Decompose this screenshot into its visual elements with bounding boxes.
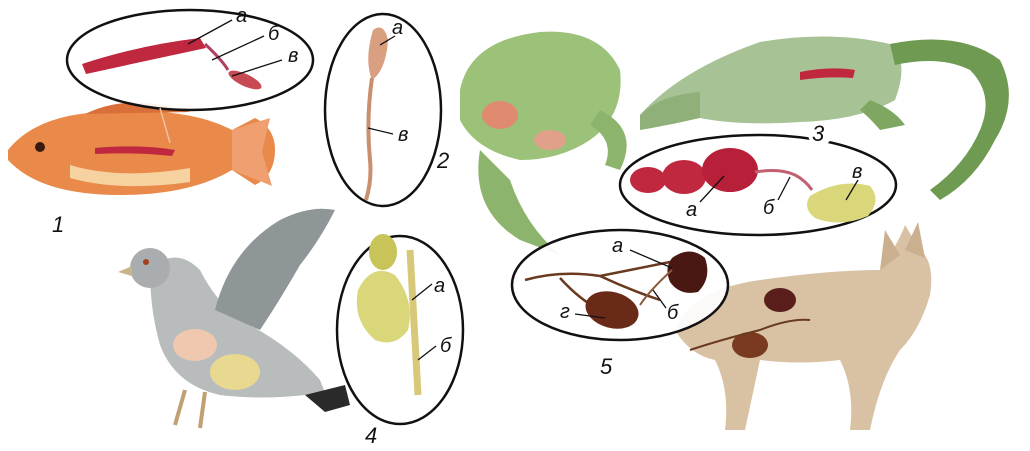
fish-label-a: а [236,5,247,27]
pigeon-number: 4 [365,423,377,448]
frog-hind-leg [478,150,560,255]
frog-number: 2 [436,148,449,173]
cat-illustration [675,222,931,430]
cat-label-g: г [560,301,570,323]
frog-front-leg [590,110,627,170]
frog-label-v: в [398,124,408,146]
pigeon-label-a: а [434,275,445,297]
fish-number: 1 [52,212,64,237]
pigeon-beak [118,266,132,276]
frog-label-a: а [392,17,403,39]
fish-eye [35,142,45,152]
frog-illustration [460,32,627,255]
cat-label-a: а [612,235,623,257]
crocodile-label-a: а [686,199,697,221]
pigeon-head [130,248,170,288]
crocodile-number: 3 [812,121,825,146]
frog-organ [482,101,518,129]
pigeon-label-b: б [440,335,452,357]
cat-label-b: б [667,302,679,324]
pigeon-organ [173,329,217,361]
crocodile-tail [890,40,1009,200]
pigeon-organ-2 [210,354,260,390]
crocodile-label-v: в [852,161,862,183]
fish-label-b: б [268,23,280,45]
pigeon-wing [215,209,335,330]
fish-illustration [8,102,275,195]
pigeon-illustration [118,209,350,428]
crocodile-label-b: б [763,197,775,219]
pigeon-eye [143,259,149,265]
cat-number: 5 [600,354,613,379]
pigeon-kidney-upper [369,234,397,270]
pigeon-legs [175,390,205,428]
crocodile-snout [640,92,700,130]
fish-label-v: в [288,45,298,67]
frog-organ-2 [534,130,566,150]
cat-kidney-small [764,288,796,312]
